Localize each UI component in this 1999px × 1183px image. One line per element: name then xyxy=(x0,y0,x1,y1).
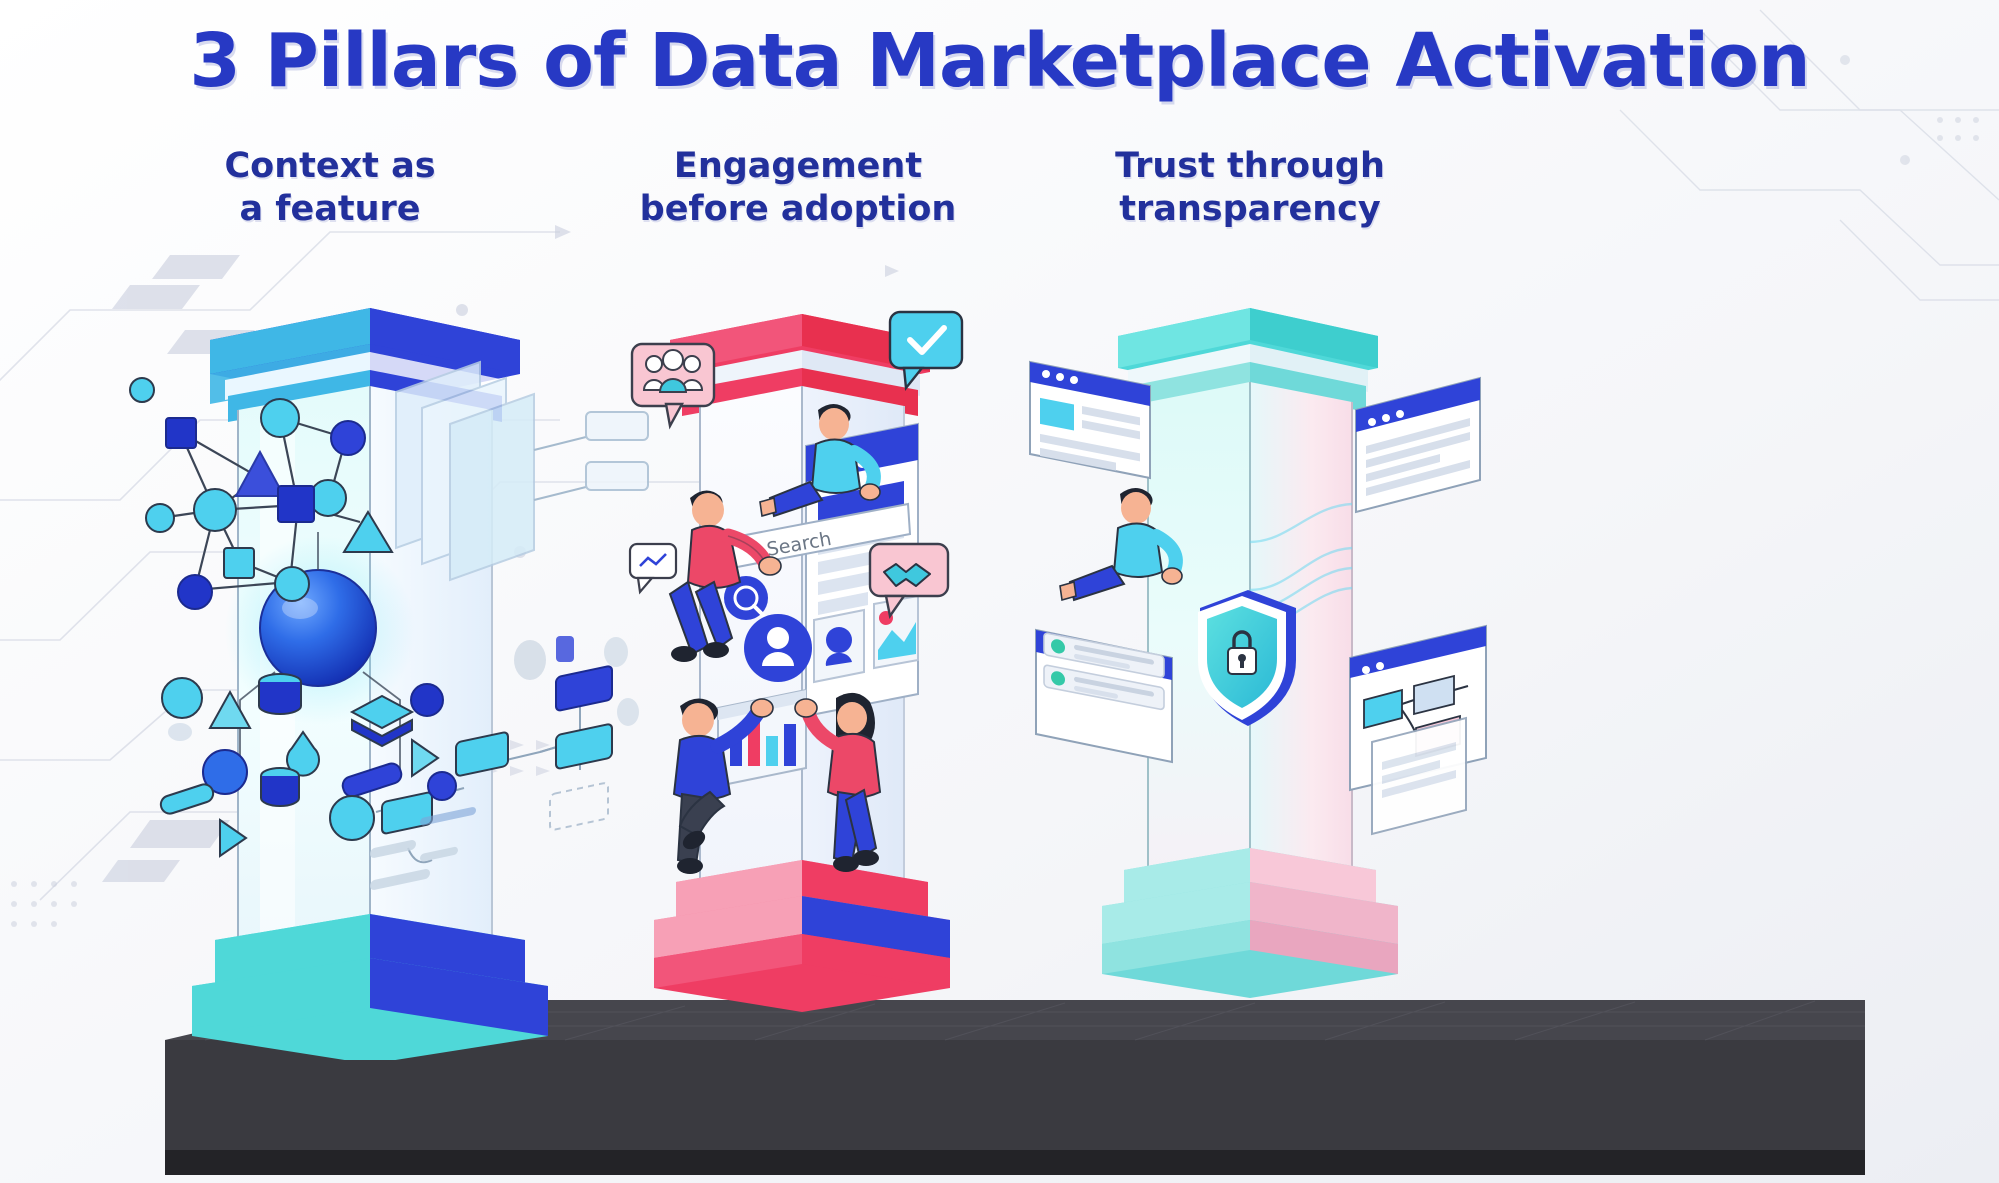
pillar-heading-trust: Trust through transparency xyxy=(1030,145,1470,232)
pillar-heading-trust-line1: Trust through xyxy=(1115,146,1385,186)
pillar-context xyxy=(120,300,700,1060)
network-graph-icon xyxy=(129,377,394,610)
search-icon xyxy=(724,576,768,620)
pillar-trust xyxy=(1020,290,1580,1030)
pillar-heading-engagement: Engagement before adoption xyxy=(578,145,1018,232)
platform-base xyxy=(165,1000,1865,1175)
pillar-heading-context: Context as a feature xyxy=(120,145,540,232)
audit-list-icon xyxy=(1035,628,1173,764)
person-reaching-search xyxy=(668,490,782,662)
pillar-engagement-base xyxy=(654,860,950,1012)
pillar-trust-capital xyxy=(1118,308,1378,412)
browser-window-icon xyxy=(1355,376,1481,514)
person-sitting-ledge xyxy=(759,404,881,518)
browser-window-icon xyxy=(805,422,919,718)
document-window-icon xyxy=(1029,360,1151,480)
pillar-heading-engagement-line2: before adoption xyxy=(639,189,957,230)
search-input[interactable]: Search xyxy=(728,502,912,570)
profile-icon xyxy=(744,614,812,682)
flow-diagram-icon xyxy=(370,636,639,890)
check-bubble-icon xyxy=(888,310,964,392)
handshake-bubble-icon xyxy=(868,542,950,619)
shield-lock-icon xyxy=(1198,590,1296,726)
pillar-trust-base xyxy=(1102,848,1398,998)
person-climbing xyxy=(672,698,774,874)
pillar-engagement: Search xyxy=(618,298,1038,1038)
pillar-headings: Context as a feature Engagement before a… xyxy=(0,145,1999,255)
person-waving xyxy=(794,692,882,872)
chat-bubble-icon xyxy=(628,542,678,595)
document-window-icon xyxy=(1371,716,1467,836)
person-sitting-ledge xyxy=(1059,488,1183,602)
pillar-heading-engagement-line1: Engagement xyxy=(673,146,923,186)
data-shapes-icon xyxy=(159,673,444,858)
pillar-heading-context-line2: a feature xyxy=(239,189,421,230)
pillar-heading-context-line1: Context as xyxy=(224,146,436,186)
layered-panels-icon xyxy=(395,360,649,582)
page-title: 3 Pillars of Data Marketplace Activation xyxy=(189,18,1810,104)
pillar-context-base xyxy=(192,914,548,1060)
pillar-heading-trust-line2: transparency xyxy=(1119,189,1381,230)
community-bubble-icon xyxy=(630,342,716,430)
